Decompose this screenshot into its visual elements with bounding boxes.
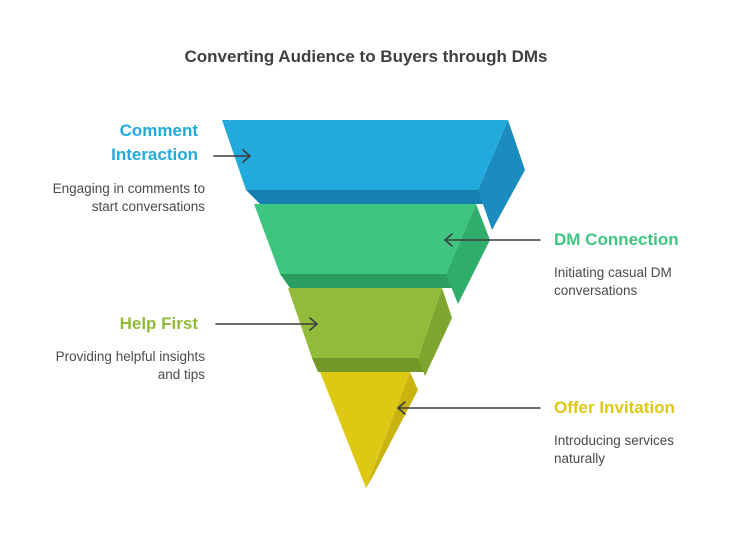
funnel-stage-3-front — [288, 288, 442, 358]
stage-description-offer-invitation: Introducing services naturally — [554, 432, 674, 468]
stage-title-help-first: Help First — [120, 312, 198, 336]
stage-title-dm-connection: DM Connection — [554, 228, 679, 252]
stage-description-comment-interaction: Engaging in comments to start conversati… — [53, 180, 205, 216]
stage-description-dm-connection: Initiating casual DM conversations — [554, 264, 672, 300]
stage-description-help-first: Providing helpful insights and tips — [56, 348, 205, 384]
stage-description-line: conversations — [554, 283, 638, 298]
arrow-comment-interaction — [213, 149, 251, 163]
funnel-stage-2-front — [254, 204, 476, 274]
diagram-title: Converting Audience to Buyers through DM… — [184, 47, 548, 66]
stage-description-line: Introducing services — [554, 433, 675, 448]
stage-description-line: and tips — [157, 367, 205, 382]
stage-description-line: start conversations — [91, 199, 205, 214]
arrow-help-first — [215, 317, 318, 331]
stage-description-line: Providing helpful insights — [55, 349, 205, 364]
stage-title-line: Help First — [119, 314, 198, 333]
funnel-stage-1-bottom — [246, 190, 492, 204]
funnel-stage-2-bottom — [280, 274, 458, 288]
funnel-stage-4-side — [366, 372, 418, 488]
stage-title-line: DM Connection — [554, 230, 679, 249]
stage-title-line: Offer Invitation — [554, 398, 675, 417]
arrow-dm-connection — [444, 233, 541, 247]
funnel-stage-1-front — [222, 120, 508, 190]
funnel-stage-4-front — [320, 372, 410, 488]
stage-title-offer-invitation: Offer Invitation — [554, 396, 675, 420]
funnel-stage-3-side — [418, 288, 452, 376]
stage-title-comment-interaction: Comment Interaction — [111, 119, 198, 167]
stage-title-line: Comment — [119, 121, 198, 140]
funnel-stage-2-side — [446, 204, 490, 304]
arrow-offer-invitation — [397, 401, 541, 415]
funnel-stage-3-bottom — [312, 358, 425, 372]
stage-title-line: Interaction — [111, 145, 198, 164]
stage-description-line: Engaging in comments to — [52, 181, 205, 196]
stage-description-line: Initiating casual DM — [554, 265, 672, 280]
funnel-stage-1-side — [478, 120, 525, 230]
stage-description-line: naturally — [554, 451, 606, 466]
